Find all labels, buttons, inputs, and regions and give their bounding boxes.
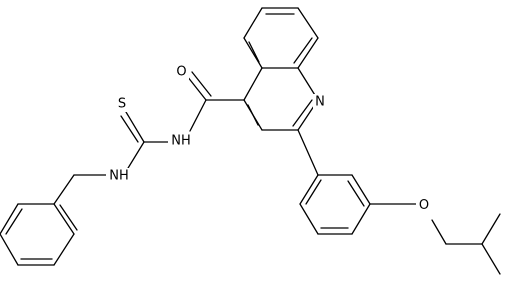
- ether-oxygen-label: O: [419, 198, 429, 213]
- thiocarbonyl-sulfur-label: S: [118, 97, 126, 112]
- quinoline-nitrogen-atom: N: [313, 94, 327, 110]
- carbonyl-oxygen-label: O: [176, 65, 186, 80]
- amide-nh-atom: NH: [168, 133, 194, 149]
- bond-skeleton: [0, 7, 501, 275]
- heteroatom-labels: O NH N S NH O: [106, 64, 432, 214]
- amide-nh-label: NH: [171, 134, 191, 149]
- benzyl-nh-label: NH: [109, 169, 129, 184]
- ether-oxygen-atom: O: [416, 197, 432, 214]
- quinoline-nitrogen-label: N: [315, 95, 325, 110]
- thiocarbonyl-sulfur-atom: S: [115, 96, 129, 112]
- benzyl-nh-atom: NH: [106, 168, 132, 184]
- carbonyl-oxygen-atom: O: [174, 64, 189, 80]
